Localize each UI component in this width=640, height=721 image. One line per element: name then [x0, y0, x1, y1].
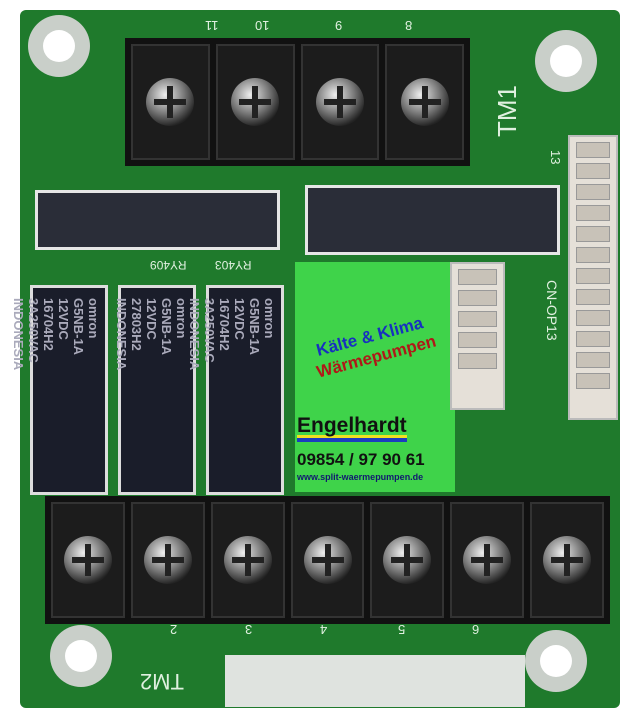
terminal-label: 2 [170, 622, 178, 637]
ic-label: RY403 [215, 258, 252, 272]
bottom-terminal-block [45, 496, 610, 624]
screw-icon[interactable] [146, 78, 195, 126]
screw-icon[interactable] [383, 536, 432, 584]
terminal-label: 8 [405, 18, 413, 33]
watermark-company: Engelhardt [297, 414, 407, 442]
screw-icon[interactable] [143, 536, 192, 584]
tm2-label: TM2 [140, 669, 184, 694]
relay-brand: omron [174, 298, 189, 339]
relay-code: 27803H2 [129, 298, 144, 351]
screw-icon[interactable] [543, 536, 592, 584]
screw-icon[interactable] [231, 78, 280, 126]
ic-label: RY409 [150, 258, 187, 272]
relay-origin: INDONESIA [114, 298, 129, 371]
terminal-label: 3 [245, 622, 253, 637]
relay-model: G5NB-1A [159, 298, 174, 356]
relay-voltage: 12VDC [56, 298, 71, 340]
mounting-hole [535, 30, 597, 92]
top-terminal-block [125, 38, 470, 166]
relay-brand: omron [262, 298, 277, 339]
screw-icon[interactable] [400, 78, 449, 126]
relay-voltage: 12VDC [232, 298, 247, 340]
screw-icon[interactable] [315, 78, 364, 126]
relay-code: 16704H2 [41, 298, 56, 351]
terminal-label: 4 [320, 622, 328, 637]
screw-icon[interactable] [63, 536, 112, 584]
small-connector [450, 262, 505, 410]
mounting-hole [525, 630, 587, 692]
watermark-url: www.split-waermepumpen.de [297, 472, 424, 482]
watermark-logo: Kälte & Klima Wärmepumpen Engelhardt 098… [295, 262, 455, 492]
ic-chip [35, 190, 280, 250]
terminal-label: 6 [472, 622, 480, 637]
terminal-label: 11 [205, 18, 219, 33]
relay-model: G5NB-1A [247, 298, 262, 356]
terminal-label: 9 [335, 18, 343, 33]
relay-origin: INDONESIA [11, 298, 26, 371]
relay-voltage: 12VDC [144, 298, 159, 340]
cn-op13-connector [568, 135, 618, 420]
tm1-label: TM1 [492, 85, 522, 137]
connector-label: CN-OP13 [544, 280, 560, 341]
ic-chip [305, 185, 560, 255]
relay-model: G5NB-1A [71, 298, 86, 356]
screw-icon[interactable] [223, 536, 272, 584]
watermark-phone: 09854 / 97 90 61 [297, 450, 425, 469]
relay-brand: omron [86, 298, 101, 339]
pin-label: 13 [548, 150, 563, 165]
relay-rating: 3A250VAC [202, 298, 217, 363]
relay-origin: INDONESIA [187, 298, 202, 371]
mounting-hole [28, 15, 90, 77]
relay-rating: 3A250VAC [26, 298, 41, 363]
screw-icon[interactable] [303, 536, 352, 584]
terminal-label: 5 [398, 622, 406, 637]
label-strip [225, 655, 525, 707]
mounting-hole [50, 625, 112, 687]
relay-code: 16704H2 [217, 298, 232, 351]
screw-icon[interactable] [463, 536, 512, 584]
terminal-label: 10 [255, 18, 270, 33]
